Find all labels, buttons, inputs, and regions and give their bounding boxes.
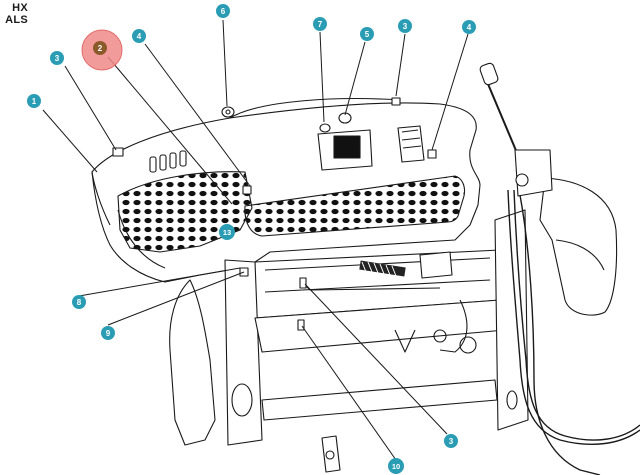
svg-text:2: 2 [98, 44, 103, 53]
callout-2-highlighted[interactable]: 2 [81, 29, 123, 71]
spring [359, 260, 406, 277]
right-fender [539, 177, 618, 316]
callout-4-left[interactable]: 4 [132, 29, 146, 43]
black-panel [333, 135, 361, 159]
callout-10[interactable]: 10 [388, 458, 404, 474]
svg-text:3: 3 [55, 54, 60, 63]
vent-slots [149, 150, 187, 173]
callout-4-right[interactable]: 4 [462, 20, 476, 34]
svg-text:4: 4 [467, 23, 472, 32]
callout-3-bottom[interactable]: 3 [444, 434, 458, 448]
callout-6[interactable]: 6 [216, 4, 230, 18]
callout-5[interactable]: 5 [360, 27, 374, 41]
svg-text:4: 4 [137, 32, 142, 41]
callout-8[interactable]: 8 [72, 295, 86, 309]
svg-text:8: 8 [77, 298, 82, 307]
callout-3-top[interactable]: 3 [398, 19, 412, 33]
machine-drawing [91, 62, 640, 475]
svg-text:6: 6 [221, 7, 226, 16]
callout-1[interactable]: 1 [27, 94, 41, 108]
callout-7[interactable]: 7 [313, 17, 327, 31]
callout-13[interactable]: 13 [219, 224, 235, 240]
bottom-bracket [321, 435, 341, 473]
lever-handle [479, 62, 499, 86]
svg-text:7: 7 [318, 20, 323, 29]
header-line-1: HX [12, 2, 28, 14]
center-grille [244, 175, 466, 237]
left-perforated-panel [117, 171, 253, 253]
callout-3-left[interactable]: 3 [50, 51, 64, 65]
header-line-2: ALS [5, 14, 28, 26]
leader-lines [42, 19, 469, 461]
svg-text:1: 1 [32, 97, 37, 106]
svg-text:10: 10 [392, 462, 400, 471]
chassis-frame [169, 209, 529, 446]
callout-9[interactable]: 9 [101, 326, 115, 340]
svg-text:5: 5 [365, 30, 370, 39]
svg-text:3: 3 [403, 22, 408, 31]
svg-text:13: 13 [223, 228, 231, 237]
cables [507, 189, 640, 475]
svg-text:9: 9 [106, 329, 111, 338]
svg-text:3: 3 [449, 437, 454, 446]
